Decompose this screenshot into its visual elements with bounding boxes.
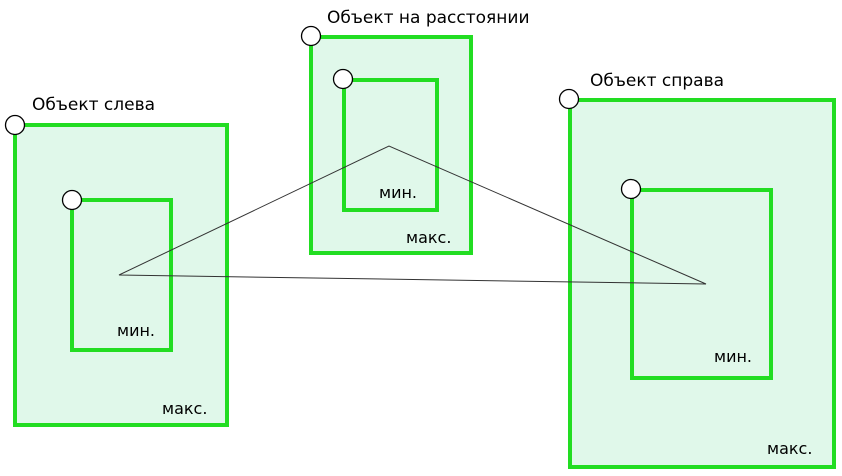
object-left-min-box bbox=[70, 198, 173, 352]
object-left-max-marker bbox=[4, 114, 26, 136]
object-center-max-label: макс. bbox=[406, 228, 452, 247]
object-center bbox=[300, 25, 473, 255]
object-left bbox=[4, 114, 229, 427]
viewpoint-triangle bbox=[118, 145, 707, 285]
object-center-max-box bbox=[309, 35, 473, 255]
object-right-max-label: макс. bbox=[767, 439, 813, 458]
object-right-min-box bbox=[630, 188, 773, 380]
object-right-title: Объект справа bbox=[590, 71, 725, 91]
object-center-max-marker bbox=[300, 25, 322, 47]
object-left-max-label: макс. bbox=[162, 399, 208, 418]
object-center-min-marker bbox=[332, 68, 354, 90]
object-left-min-label: мин. bbox=[117, 321, 156, 340]
object-left-min-marker bbox=[61, 189, 83, 211]
object-right-min-marker bbox=[620, 178, 642, 200]
object-left-title: Объект слева bbox=[32, 95, 156, 115]
object-center-min-box bbox=[342, 78, 439, 212]
object-right-max-marker bbox=[558, 88, 580, 110]
object-right bbox=[558, 88, 836, 469]
object-center-min-label: мин. bbox=[379, 183, 418, 202]
object-center-title: Объект на расстоянии bbox=[327, 8, 530, 28]
object-right-min-label: мин. bbox=[714, 347, 753, 366]
